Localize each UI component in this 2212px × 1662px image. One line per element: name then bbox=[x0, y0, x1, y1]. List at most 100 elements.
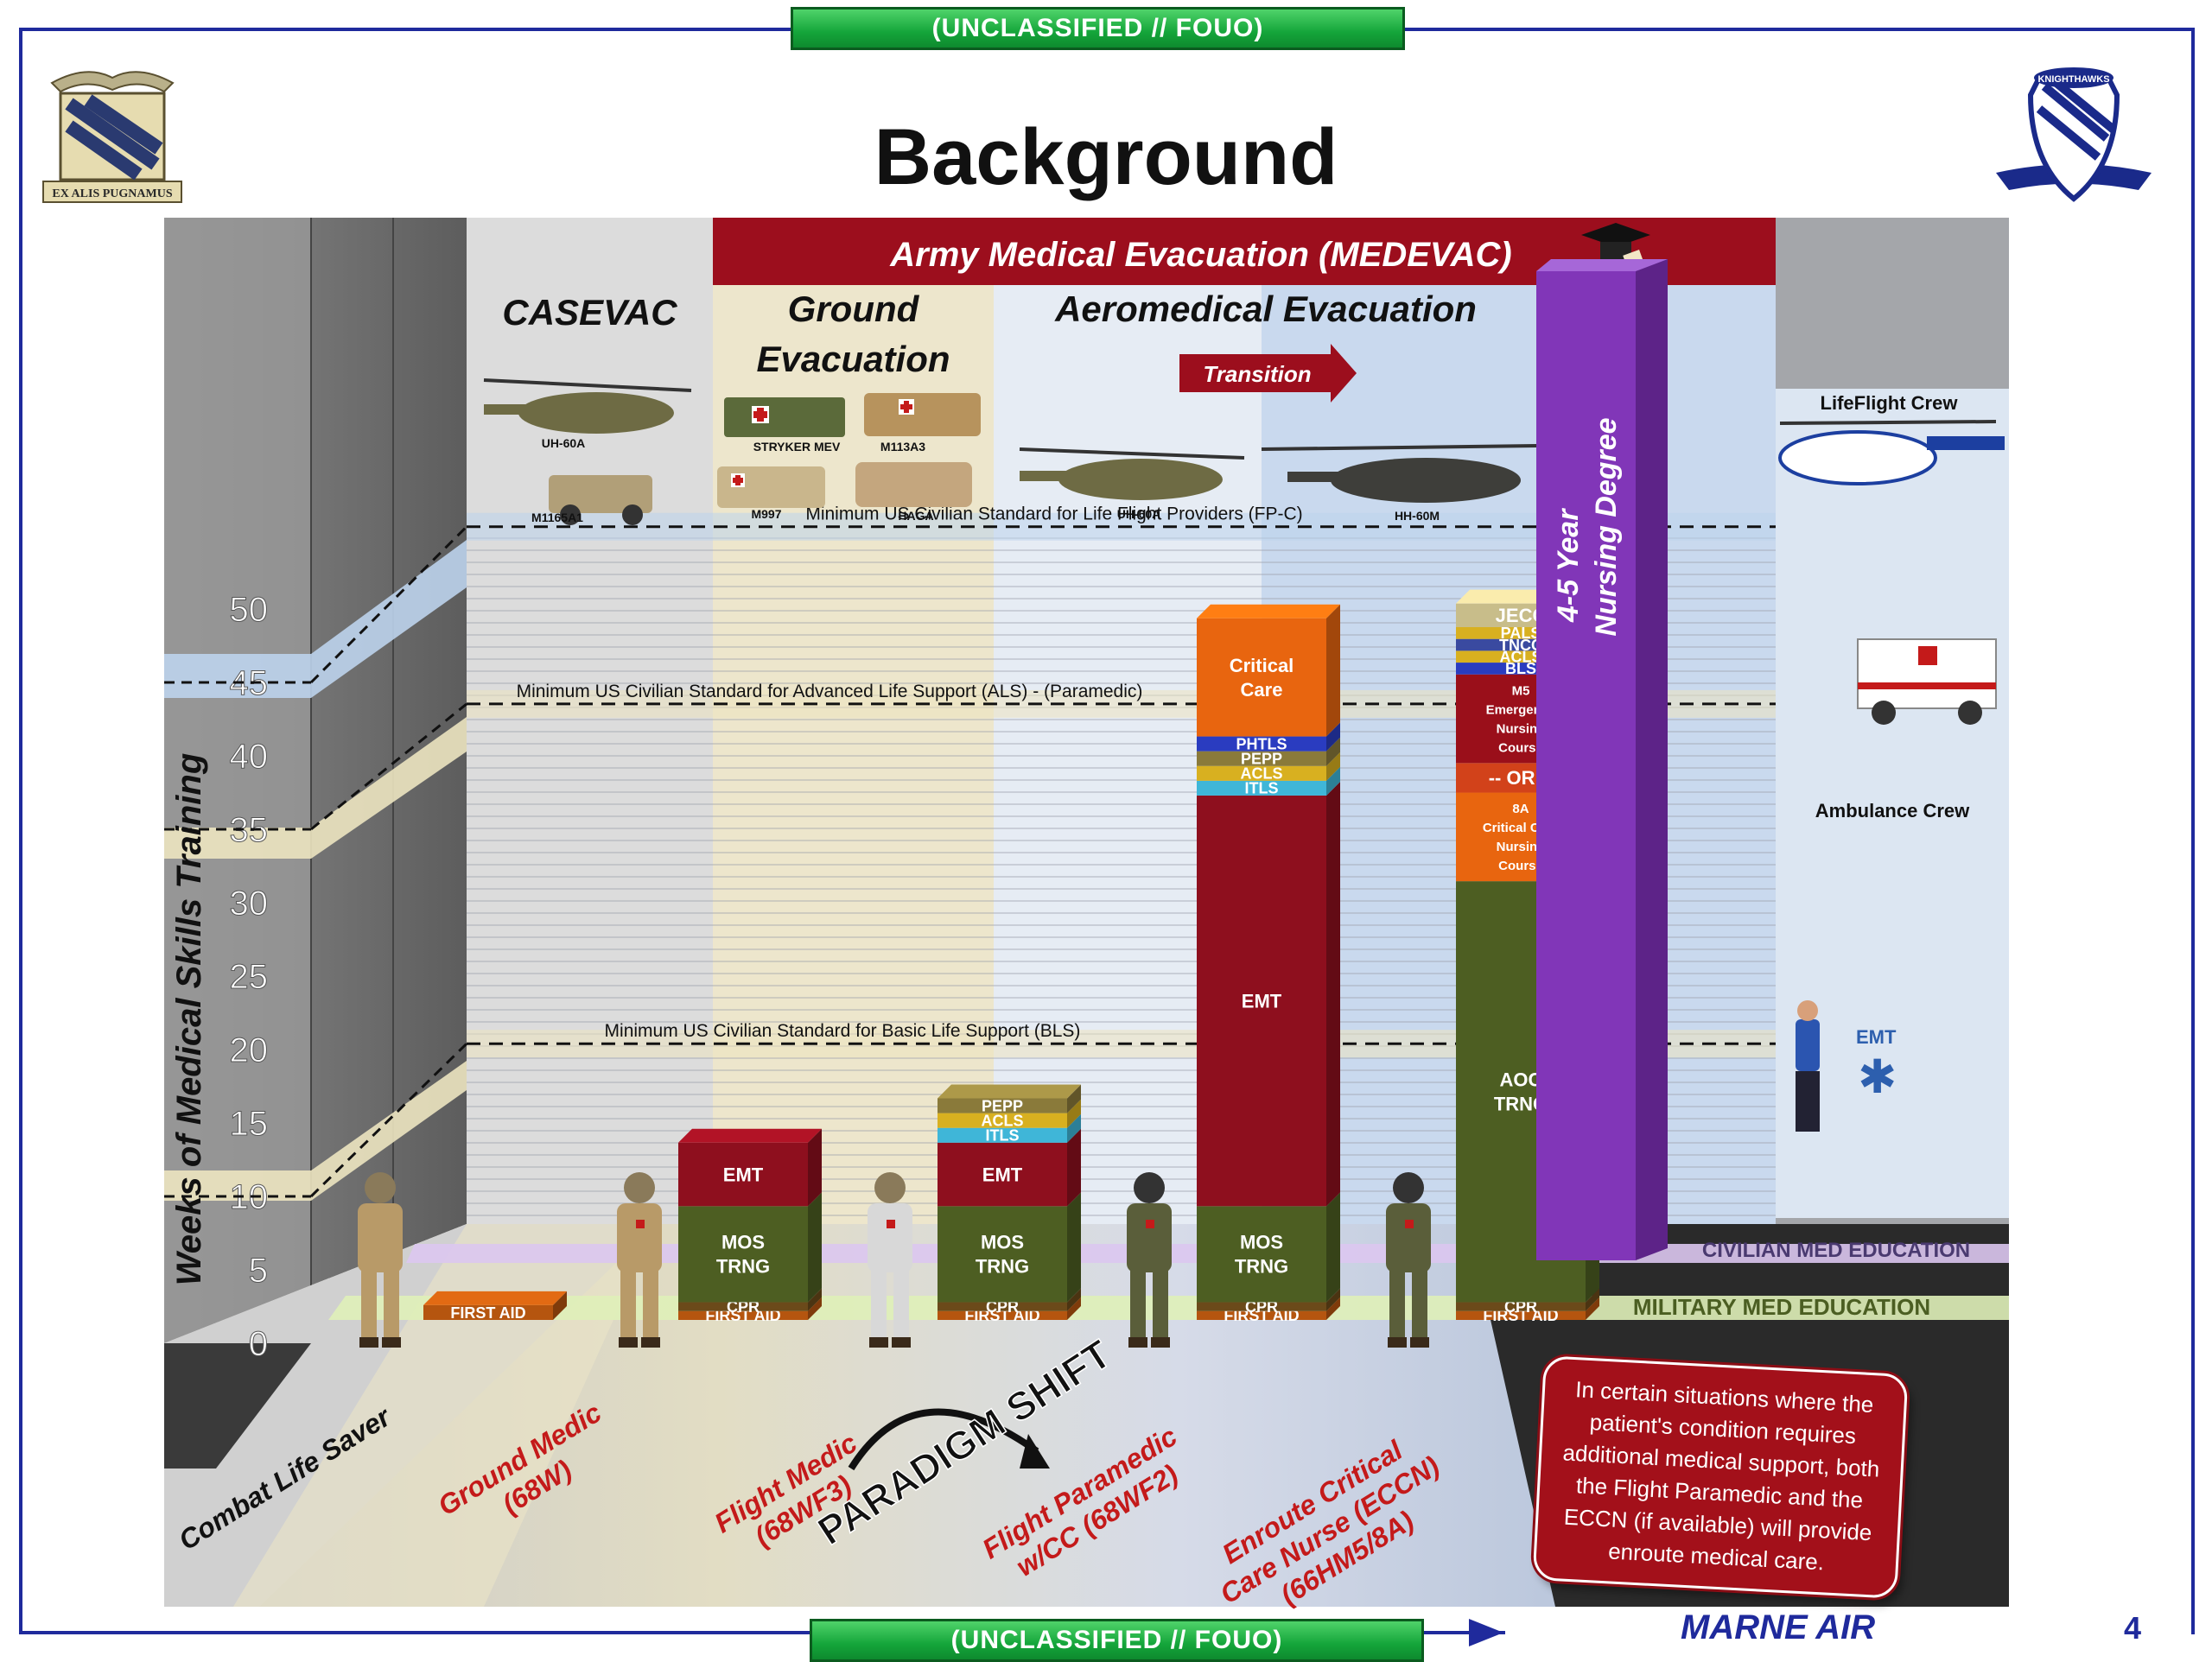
bar-stack: FIRST AID bbox=[423, 1291, 567, 1322]
soldier-figure bbox=[358, 1172, 403, 1348]
y-tick-label: 0 bbox=[249, 1325, 268, 1363]
bar-segment-label: 8A bbox=[1512, 802, 1529, 816]
bar-segment-label: PHTLS bbox=[1236, 735, 1287, 752]
bar-segment-label: PALS bbox=[1501, 625, 1541, 642]
civilian-med-education-label: CIVILIAN MED EDUCATION bbox=[1702, 1239, 1970, 1262]
stryker-mev-vehicle: STRYKER MEV bbox=[724, 397, 845, 454]
m113a3-label: M113A3 bbox=[880, 440, 925, 454]
uh60a-helicopter-1: UH-60A bbox=[483, 378, 692, 450]
classification-banner-top: (UNCLASSIFIED // FOUO) bbox=[791, 7, 1405, 50]
ground-evac-heading-1: Ground bbox=[787, 289, 919, 329]
nursing-label-2: Nursing Degree bbox=[1590, 417, 1623, 636]
bar-segment bbox=[938, 1310, 1067, 1320]
bar-segment-label: TRNG bbox=[1235, 1256, 1288, 1278]
m1165a1-label: M1165A1 bbox=[531, 511, 583, 524]
slide-border-bottom bbox=[19, 1631, 1505, 1634]
page-title: Background bbox=[874, 113, 1338, 201]
footer-brand: MARNE AIR bbox=[1681, 1608, 1876, 1646]
bar-segment-label: FIRST AID bbox=[1224, 1307, 1299, 1324]
bar-segment-label: TNCC bbox=[1499, 637, 1542, 654]
slide-border-top-right bbox=[1400, 28, 2195, 31]
bar-segment-label: FIRST AID bbox=[964, 1307, 1039, 1324]
bottom-arrow bbox=[1469, 1619, 1503, 1646]
bar-segment-label: EMT bbox=[982, 1164, 1023, 1185]
bar-segment bbox=[938, 1206, 1067, 1303]
soldier-figure bbox=[1386, 1172, 1431, 1348]
bar-segment bbox=[938, 1113, 1067, 1128]
y-tick-label: 50 bbox=[230, 591, 269, 629]
bar-segment-label: FIRST AID bbox=[705, 1307, 780, 1324]
slide-border-top-left bbox=[19, 28, 797, 31]
bar-segment bbox=[1197, 751, 1326, 766]
bar-segment-label: M5 bbox=[1512, 683, 1530, 698]
transition-label: Transition bbox=[1203, 361, 1311, 387]
soldier-figure bbox=[617, 1172, 662, 1348]
bar-segment-label: MOS bbox=[721, 1232, 765, 1253]
uh60a-helicopter-2: UH-60A bbox=[1019, 447, 1245, 521]
bar-segment-label: TRNG bbox=[976, 1256, 1029, 1278]
reference-line-label: Minimum US Civilian Standard for Life Fl… bbox=[805, 504, 1302, 524]
emt-badge-text: EMT bbox=[1856, 1026, 1897, 1048]
ambulance-icon bbox=[1857, 638, 1997, 725]
bar-segment bbox=[1197, 780, 1326, 796]
reference-line-label: Minimum US Civilian Standard for Basic L… bbox=[605, 1021, 1081, 1041]
bar-segment bbox=[423, 1304, 553, 1320]
slide-border-right bbox=[2191, 28, 2195, 1634]
haga-vehicle: HAGA bbox=[855, 462, 972, 523]
bar-segment-label: Course bbox=[1498, 859, 1543, 873]
graduation-cap-icon bbox=[1581, 223, 1650, 267]
y-tick-label: 15 bbox=[230, 1105, 269, 1143]
bar-segment-label: Course bbox=[1498, 740, 1543, 755]
y-tick-label: 40 bbox=[230, 738, 269, 776]
bar-segment-label: ITLS bbox=[986, 1127, 1020, 1145]
unit-crest-logo: EX ALIS PUGNAMUS bbox=[35, 52, 190, 207]
m997-vehicle: M997 bbox=[717, 466, 825, 521]
bar-segment bbox=[1197, 765, 1326, 781]
bar-segment bbox=[678, 1302, 808, 1311]
bar-segment-label: ITLS bbox=[1245, 780, 1279, 797]
crest-motto: EX ALIS PUGNAMUS bbox=[52, 187, 172, 200]
soldier-figures bbox=[358, 1172, 1431, 1348]
slide-border-left bbox=[19, 28, 22, 1634]
military-med-education-label: MILITARY MED EDUCATION bbox=[1633, 1294, 1930, 1320]
bar-segment-label: ACLS bbox=[1241, 765, 1283, 783]
lifeflight-crew-label: LifeFlight Crew bbox=[1821, 392, 1959, 414]
bar-segment-label: Nursing bbox=[1497, 721, 1546, 736]
haga-label: HAGA bbox=[898, 509, 933, 523]
bar-segment bbox=[1197, 618, 1326, 737]
bar-segment bbox=[678, 1142, 808, 1207]
bar-segment-label: TRNG bbox=[716, 1256, 770, 1278]
transition-arrow: Transition bbox=[1179, 344, 1357, 403]
nursing-degree-bar: 4-5 Year bbox=[1536, 259, 1668, 1260]
page-number: 4 bbox=[2124, 1610, 2142, 1646]
bar-segment-label: Care bbox=[1241, 679, 1283, 701]
uh60a-label-2: UH-60A bbox=[1117, 507, 1161, 521]
ambulance-crew-label: Ambulance Crew bbox=[1815, 800, 1970, 821]
bar-segment bbox=[1456, 1302, 1586, 1311]
bar-segment bbox=[1197, 795, 1326, 1207]
bar-segment-label: CPR bbox=[986, 1298, 1019, 1316]
hh60m-helicopter: HH-60M bbox=[1261, 444, 1539, 523]
bar-segment-label: BLS bbox=[1505, 660, 1536, 677]
bar-segment-label: ACLS bbox=[1500, 649, 1542, 666]
bar-segment-label: Critical bbox=[1230, 655, 1294, 676]
soldier-figure bbox=[868, 1172, 912, 1348]
bar-segment bbox=[1197, 1310, 1326, 1320]
bar-segment-label: ACLS bbox=[982, 1112, 1024, 1129]
m113a3-vehicle: M113A3 bbox=[864, 393, 981, 454]
bar-segment-label: CPR bbox=[1245, 1298, 1278, 1316]
bar-segment bbox=[1197, 1302, 1326, 1311]
bar-segment bbox=[678, 1310, 808, 1320]
bar-segment-label: CPR bbox=[727, 1298, 760, 1316]
nursing-label-1: 4-5 Year bbox=[1552, 508, 1585, 623]
soldier-figure bbox=[1127, 1172, 1172, 1348]
bar-stack: FIRST AIDCPRMOSTRNGEMTITLSACLSPEPPPHTLSC… bbox=[1197, 604, 1340, 1324]
lifeflight-helicopter-icon bbox=[1778, 420, 2005, 485]
m1165a1-vehicle: M1165A1 bbox=[531, 475, 652, 525]
stryker-label: STRYKER MEV bbox=[753, 440, 841, 454]
bar-segment-label: AOC bbox=[1500, 1069, 1542, 1091]
medevac-title: Army Medical Evacuation (MEDEVAC) bbox=[889, 236, 1511, 274]
y-axis-label: Weeks of Medical Skills Training bbox=[170, 753, 208, 1286]
